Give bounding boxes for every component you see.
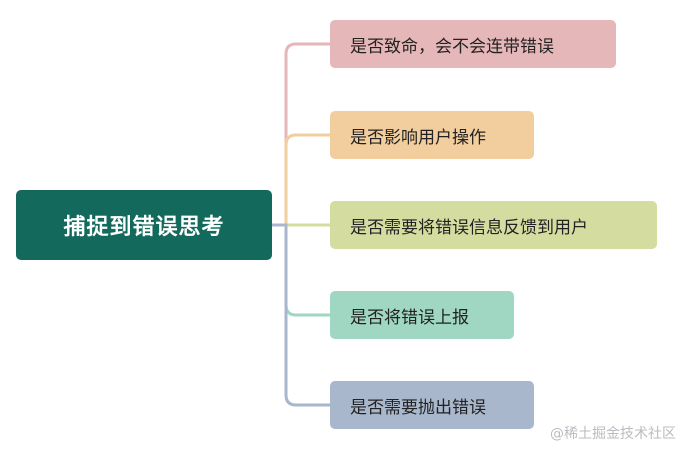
- branch-node-report: 是否将错误上报: [330, 291, 514, 339]
- connector-line-5: [272, 223, 330, 407]
- watermark: @稀土掘金技术社区: [550, 426, 676, 442]
- connector-line-1: [272, 42, 330, 227]
- connector-line-4: [272, 223, 330, 317]
- branch-node-label: 是否影响用户操作: [350, 127, 486, 148]
- branch-node-label: 是否将错误上报: [350, 307, 469, 328]
- branch-node-label: 是否需要将错误信息反馈到用户: [350, 217, 588, 238]
- root-node: 捕捉到错误思考: [16, 190, 272, 260]
- branch-node-fatal: 是否致命，会不会连带错误: [330, 20, 616, 68]
- branch-node-label: 是否需要抛出错误: [350, 397, 486, 418]
- branch-node-user-impact: 是否影响用户操作: [330, 111, 534, 159]
- branch-node-label: 是否致命，会不会连带错误: [350, 36, 554, 57]
- root-node-label: 捕捉到错误思考: [63, 215, 225, 240]
- branch-node-feedback-user: 是否需要将错误信息反馈到用户: [330, 201, 657, 249]
- branch-node-throw: 是否需要抛出错误: [330, 381, 534, 429]
- connector-line-2: [272, 133, 330, 227]
